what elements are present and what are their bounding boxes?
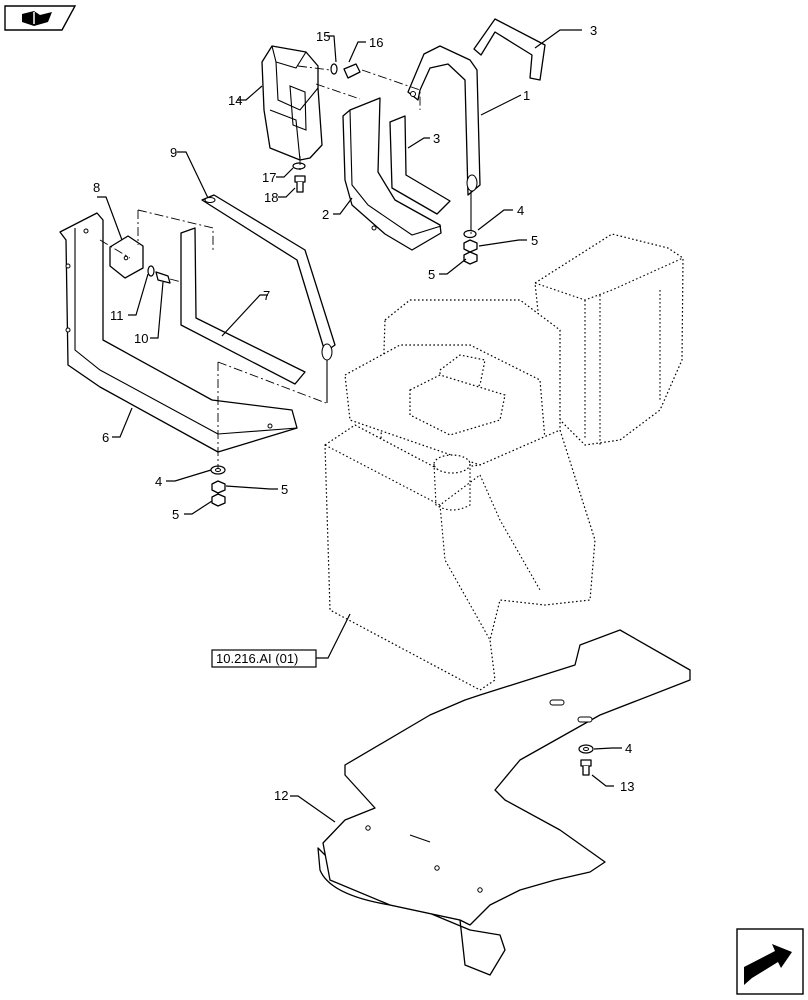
callout-labels: 1 2 3 3 4 5 5 4 5 5 4 6 7 8 9 10 11 12 1… [93,23,634,803]
callout-13: 13 [620,779,634,794]
callout-4: 4 [625,741,632,756]
fuel-tank-ghost [324,233,684,691]
callout-3: 3 [590,23,597,38]
callout-2: 2 [322,207,329,222]
callout-4: 4 [155,474,162,489]
callout-5: 5 [281,482,288,497]
callout-18: 18 [264,190,278,205]
callout-12: 12 [274,788,288,803]
mat-washer-bolt [578,744,594,776]
callout-leaders [97,29,622,823]
assembly-lines [99,65,472,468]
bracket-2 [342,97,442,251]
callout-3: 3 [433,131,440,146]
callout-4: 4 [517,203,524,218]
callout-16: 16 [369,35,383,50]
strap-9 [201,194,336,403]
callout-15: 15 [316,29,330,44]
floor-mat [317,629,691,976]
callout-9: 9 [170,145,177,160]
callout-17: 17 [262,170,276,185]
callout-11: 11 [110,308,124,323]
callout-5: 5 [172,507,179,522]
callout-8: 8 [93,180,100,195]
bolt-16-washer-15 [330,63,361,79]
block-14 [261,45,323,161]
callout-6: 6 [102,430,109,445]
clip-8 [109,235,144,279]
callout-7: 7 [263,288,270,303]
strip-7 [180,227,306,385]
bolt-18-washer-17 [292,162,306,193]
reference-box[interactable]: 10.216.AI (01) [211,613,351,668]
strap-1 [407,45,481,233]
right-washer-nuts [463,229,478,265]
bolt-10-washer-11 [147,265,171,284]
nav-book-icon[interactable] [4,5,77,31]
callout-5: 5 [531,233,538,248]
callout-1: 1 [523,88,530,103]
callout-10: 10 [134,331,148,346]
strip-3-top [473,18,546,81]
strip-3-lower [389,115,451,215]
nav-arrow-icon[interactable] [736,928,804,995]
callout-5: 5 [428,267,435,282]
callout-14: 14 [228,93,242,108]
left-washer-nuts [210,465,226,507]
bracket-6 [59,212,298,453]
reference-box-label: 10.216.AI (01) [216,651,298,666]
